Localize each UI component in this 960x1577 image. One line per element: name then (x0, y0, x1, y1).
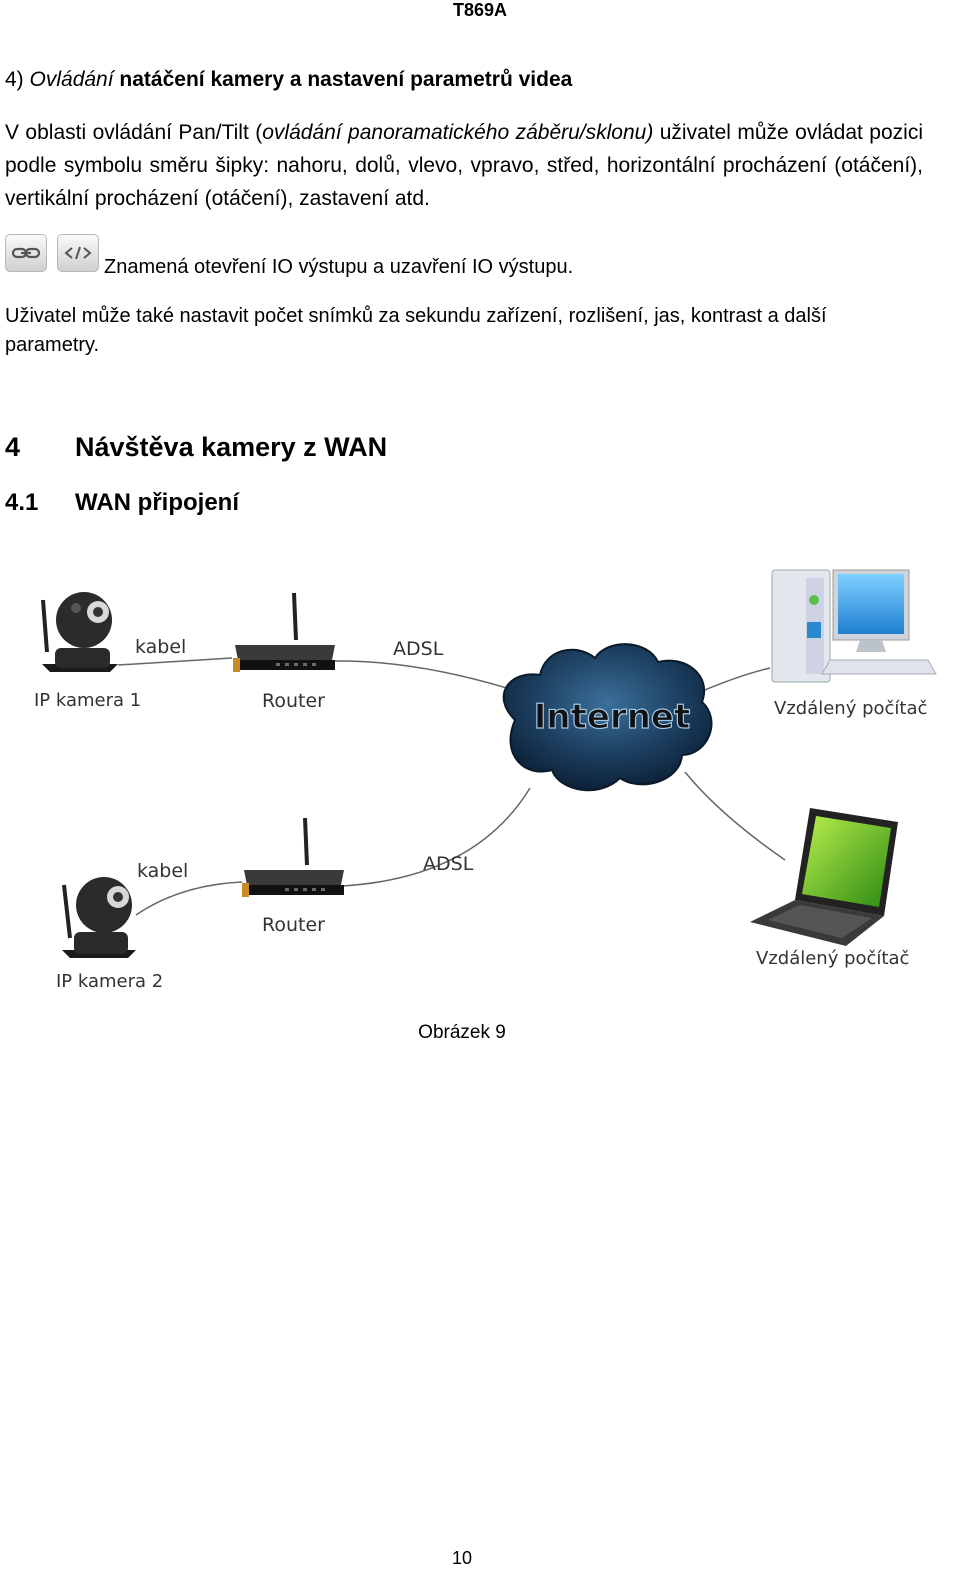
remote-laptop-icon (750, 808, 898, 946)
router-2-label: Router (262, 914, 325, 936)
pan-tilt-paragraph: V oblasti ovládání Pan/Tilt (ovládání pa… (5, 116, 923, 215)
heading-1-number: 4 (5, 432, 21, 462)
line-internet-pc1 (699, 667, 771, 693)
ip-camera-1-icon (41, 592, 118, 672)
line-internet-pc2 (684, 771, 786, 861)
ip-camera-2-icon (62, 877, 136, 958)
remote-desktop-icon (771, 569, 937, 683)
camera-2-label: IP kamera 2 (56, 971, 163, 992)
heading-2-number: 4.1 (5, 489, 39, 516)
router-1-icon (233, 592, 335, 672)
adsl-label-1: ADSL (393, 638, 444, 660)
router-1-label: Router (262, 690, 325, 712)
kabel-label-1: kabel (135, 636, 186, 658)
figure-caption: Obrázek 9 (418, 1022, 506, 1043)
page-number: 10 (451, 1548, 473, 1568)
kabel-label-2: kabel (137, 860, 188, 882)
heading-1: 4 Návštěva kamery z WAN (5, 430, 387, 464)
remote-pc-1-label: Vzdálený počítač (774, 698, 927, 719)
heading-1-text: Návštěva kamery z WAN (75, 432, 388, 462)
section-prefix-italic: Ovládání (29, 68, 114, 91)
section-heading: 4) Ovládání natáčení kamery a nastavení … (5, 66, 572, 94)
heading-2-text: WAN připojení (75, 489, 239, 516)
internet-label: Internet (534, 697, 690, 737)
cable-line-1 (117, 657, 233, 666)
adsl-line-1 (334, 660, 524, 694)
cable-line-2 (135, 881, 243, 916)
link-icon (5, 234, 47, 272)
wan-diagram: Internet k (34, 569, 937, 992)
internet-cloud-icon: Internet (502, 643, 713, 792)
para1-b: ovládání panoramatického záběru/sklonu) (262, 121, 654, 144)
remote-pc-2-label: Vzdálený počítač (756, 948, 909, 969)
adsl-label-2: ADSL (423, 853, 474, 875)
code-icon (57, 234, 99, 272)
para1-c: uživatel může ovládat pozici podle symbo… (5, 121, 923, 210)
camera-1-label: IP kamera 1 (34, 690, 141, 711)
section-title: natáčení kamery a nastavení parametrů vi… (113, 68, 573, 91)
para1-a: V oblasti ovládání Pan/Tilt ( (5, 121, 263, 144)
section-prefix: 4) (5, 68, 30, 91)
router-2-icon (242, 817, 344, 897)
io-description: Znamená otevření IO výstupu a uzavření I… (104, 256, 574, 278)
adsl-line-2 (341, 787, 531, 887)
settings-paragraph: Uživatel může také nastavit počet snímků… (5, 305, 827, 356)
heading-2: 4.1 WAN připojení (5, 488, 239, 518)
document-header: T869A (452, 0, 508, 20)
